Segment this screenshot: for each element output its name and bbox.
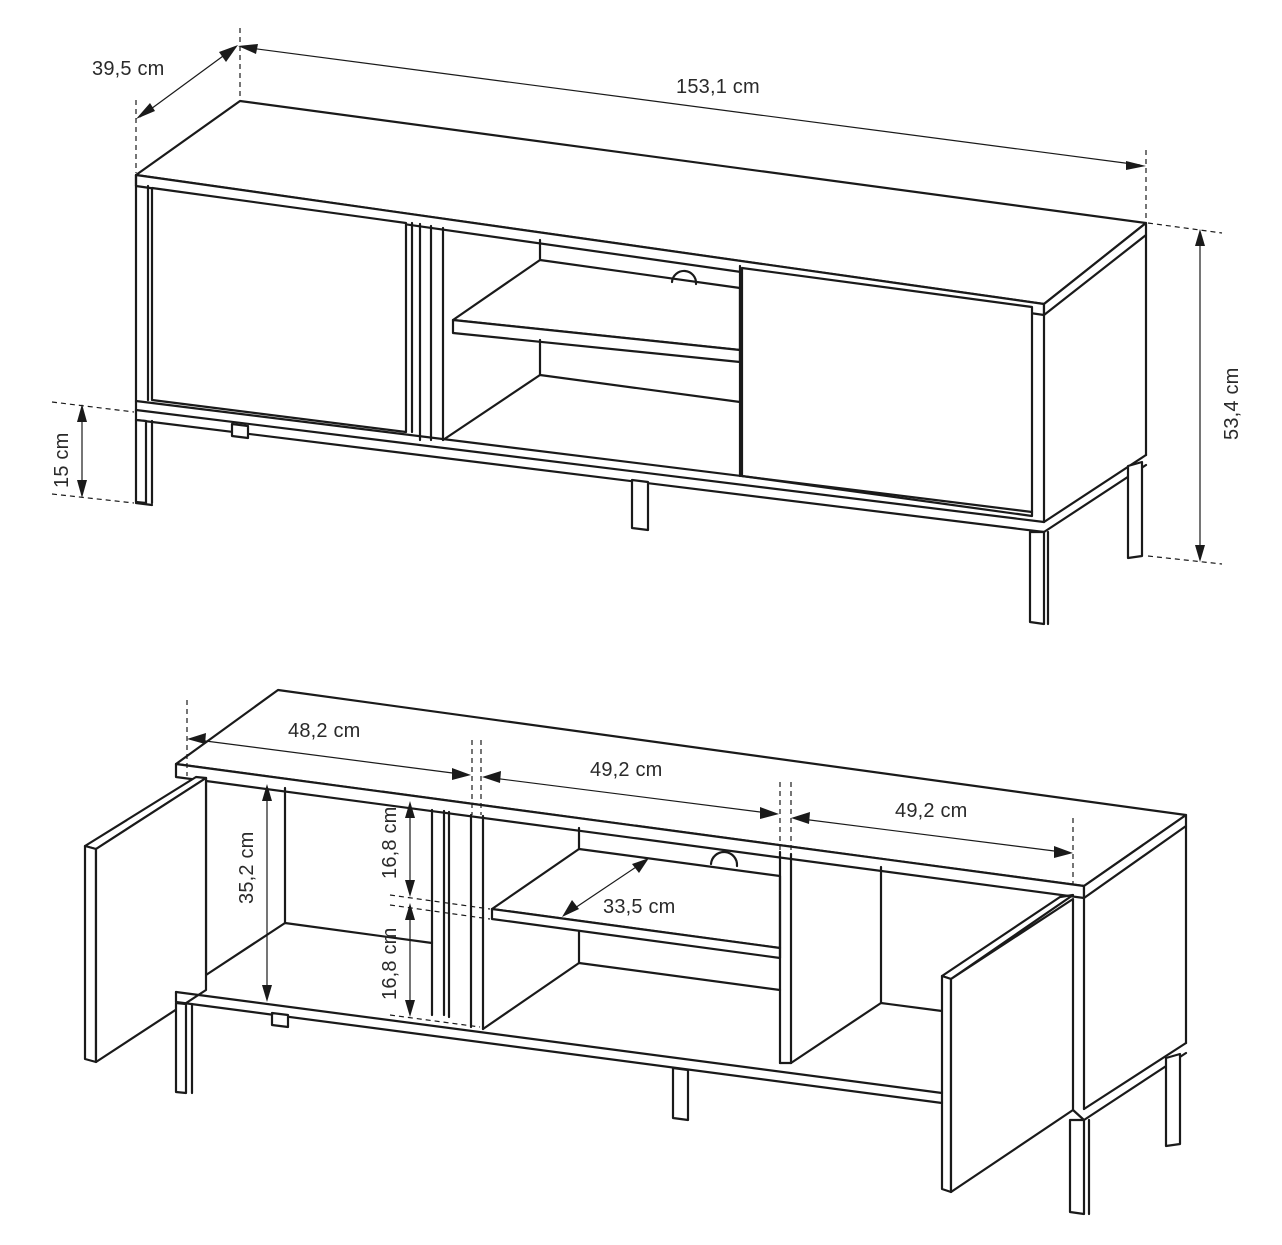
left-door-open: [94, 776, 208, 1064]
shelf-depth-label: 33,5 cm: [603, 896, 676, 918]
leg: [134, 418, 148, 505]
leg-height-label: 15 cm: [51, 433, 73, 488]
left-width-label: 48,2 cm: [288, 720, 361, 742]
depth-label: 39,5 cm: [92, 58, 165, 80]
lower-gap-label: 16,8 cm: [379, 927, 401, 1000]
middle-width-label: 49,2 cm: [590, 759, 663, 781]
leg: [1028, 530, 1046, 626]
right-width-label: 49,2 cm: [895, 800, 968, 822]
width-label: 153,1 cm: [676, 76, 760, 98]
interior-height-label: 35,2 cm: [236, 831, 258, 904]
leg: [1068, 1118, 1086, 1216]
closed-dimensions: 39,5 cm 153,1 cm 53,4 cm 15 cm: [51, 28, 1243, 565]
leg: [630, 478, 650, 532]
right-door: [740, 266, 1034, 518]
open-cabinet-drawing: [83, 688, 1188, 1216]
right-door-open: [949, 897, 1075, 1194]
left-door: [150, 186, 408, 434]
leg: [671, 1066, 690, 1122]
cable-hole: [709, 850, 739, 868]
closed-cabinet-drawing: [134, 99, 1148, 626]
cable-hole: [670, 269, 698, 286]
height-label: 53,4 cm: [1221, 367, 1243, 440]
leg: [174, 1001, 188, 1095]
leg: [1126, 460, 1144, 560]
upper-gap-label: 16,8 cm: [379, 806, 401, 879]
leg-back: [230, 422, 250, 440]
leg-back: [270, 1011, 290, 1029]
leg: [1164, 1052, 1182, 1148]
open-dimensions: 48,2 cm 49,2 cm 49,2 cm 35,2 cm 16,8 cm …: [186, 700, 1074, 1028]
